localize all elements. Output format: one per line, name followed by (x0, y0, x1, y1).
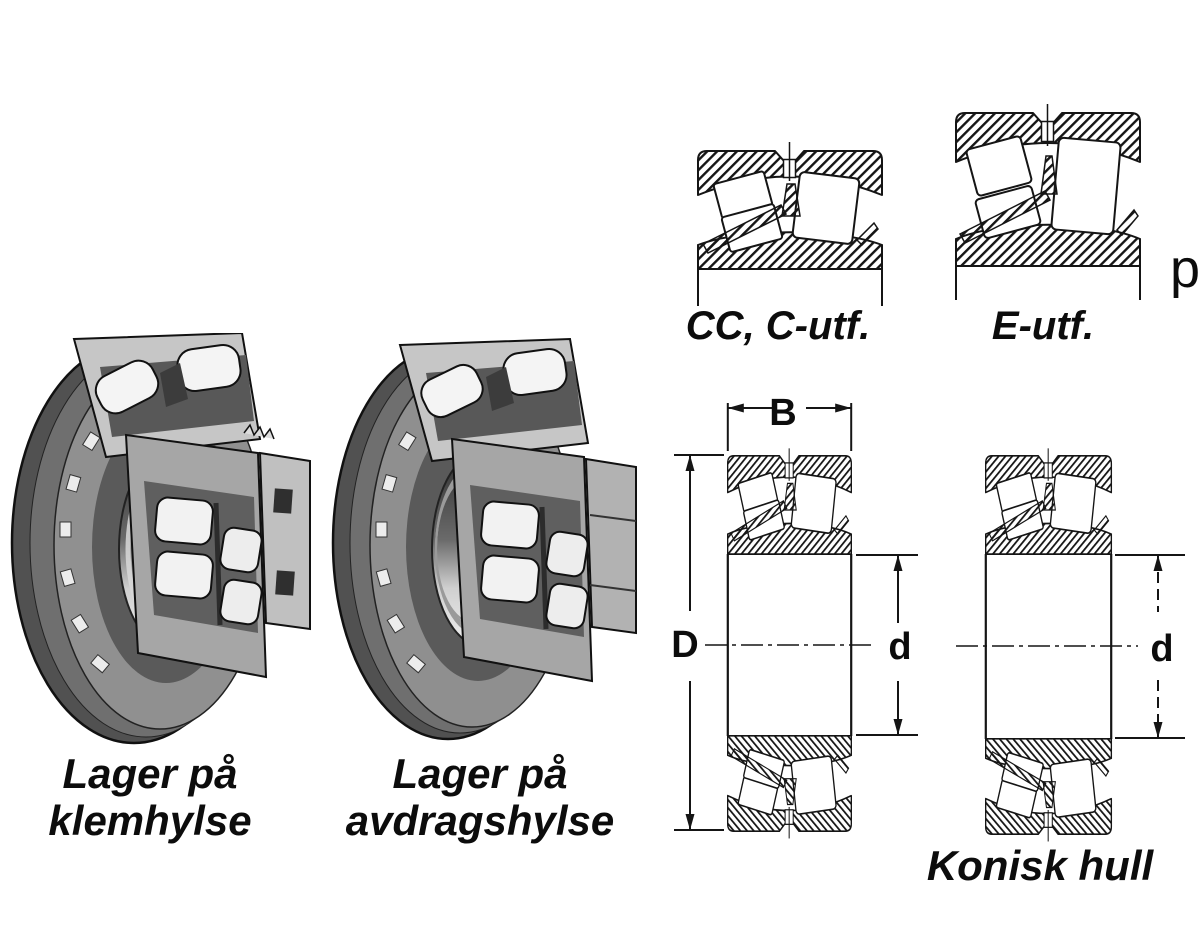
dimension-drawing-cylindrical (674, 403, 918, 840)
withdrawal-sleeve-end (584, 457, 637, 635)
label-cc-design: CC, C-utf. (685, 304, 871, 348)
cage-rollers-left-rim (375, 431, 427, 674)
locknut (243, 423, 311, 631)
top-cutaway-section (72, 333, 262, 459)
caption-line: avdragshylse (345, 797, 615, 845)
cross-section-cc (697, 141, 883, 306)
mid-cutaway-section (450, 437, 594, 683)
mid-cutaway-section (124, 433, 268, 679)
caption-line: Lager på (392, 750, 568, 797)
page-edge-text: p (1170, 239, 1200, 299)
dim-label-D: D (671, 624, 699, 666)
label-e-design: E-utf. (991, 304, 1095, 348)
dim-D (674, 454, 724, 831)
cross-section-e (955, 103, 1141, 300)
dim-B (726, 403, 853, 451)
caption-line: Lager på (62, 750, 238, 797)
dim-d (856, 554, 918, 736)
dim-d-tapered (1115, 554, 1185, 739)
dim-label-d-cylindrical: d (888, 626, 912, 668)
caption-adapter-sleeve: Lager på klemhylse (0, 750, 300, 845)
caption-line: klemhylse (48, 797, 252, 845)
bearing-illustration-adapter-sleeve (10, 333, 311, 745)
label-tapered-bore: Konisk hull (926, 842, 1154, 889)
caption-withdrawal-sleeve: Lager på avdragshylse (325, 750, 635, 845)
bearing-illustration-withdrawal-sleeve (331, 337, 637, 741)
cage-rollers-left-rim (59, 431, 111, 674)
dim-label-d-tapered: d (1150, 628, 1174, 670)
dim-label-B: B (769, 392, 797, 434)
dimension-drawing-tapered (956, 447, 1185, 843)
top-cutaway-section (398, 337, 590, 463)
